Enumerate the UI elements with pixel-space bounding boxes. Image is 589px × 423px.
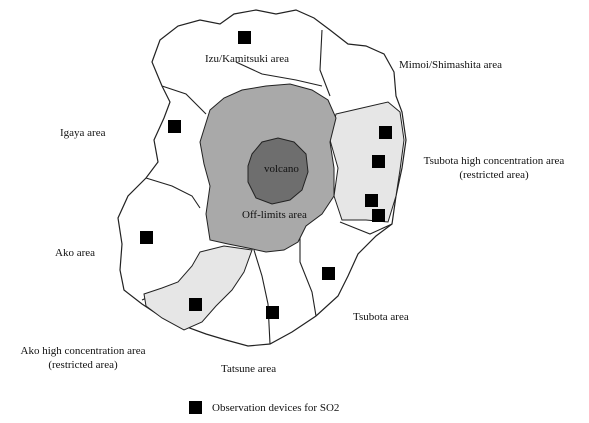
- so2-device-marker: [379, 126, 392, 139]
- so2-device-marker: [168, 120, 181, 133]
- label-ako-high-line1: Ako high concentration area: [20, 345, 146, 357]
- label-ako: Ako area: [55, 247, 96, 259]
- so2-device-marker: [266, 306, 279, 319]
- legend-square-icon: [189, 401, 202, 414]
- so2-device-marker: [372, 209, 385, 222]
- area-boundaries: [141, 29, 393, 345]
- label-ako-high: Ako high concentration area (restricted …: [8, 344, 158, 372]
- label-volcano: volcano: [264, 163, 299, 175]
- label-igaya: Igaya area: [60, 127, 106, 139]
- label-off-limits: Off-limits area: [242, 209, 307, 221]
- legend-label: Observation devices for SO2: [212, 402, 340, 414]
- label-tsubota: Tsubota area: [353, 311, 409, 323]
- volcano-region: [247, 137, 309, 205]
- label-tatsune: Tatsune area: [221, 363, 277, 375]
- so2-devices: [140, 31, 392, 319]
- label-ako-high-line2: (restricted area): [48, 359, 118, 371]
- so2-device-marker: [238, 31, 251, 44]
- label-izu-kamitsuki: Izu/Kamitsuki area: [205, 53, 289, 65]
- so2-device-marker: [322, 267, 335, 280]
- label-tsubota-high-line2: (restricted area): [459, 169, 529, 181]
- label-tsubota-high-line1: Tsubota high concentration area: [423, 155, 565, 167]
- so2-device-marker: [189, 298, 202, 311]
- label-tsubota-high: Tsubota high concentration area (restric…: [408, 154, 580, 182]
- so2-device-marker: [365, 194, 378, 207]
- so2-device-marker: [140, 231, 153, 244]
- so2-device-marker: [372, 155, 385, 168]
- label-mimoi-shimashita: Mimoi/Shimashita area: [399, 59, 502, 71]
- ako-high-concentration-region: [143, 245, 253, 331]
